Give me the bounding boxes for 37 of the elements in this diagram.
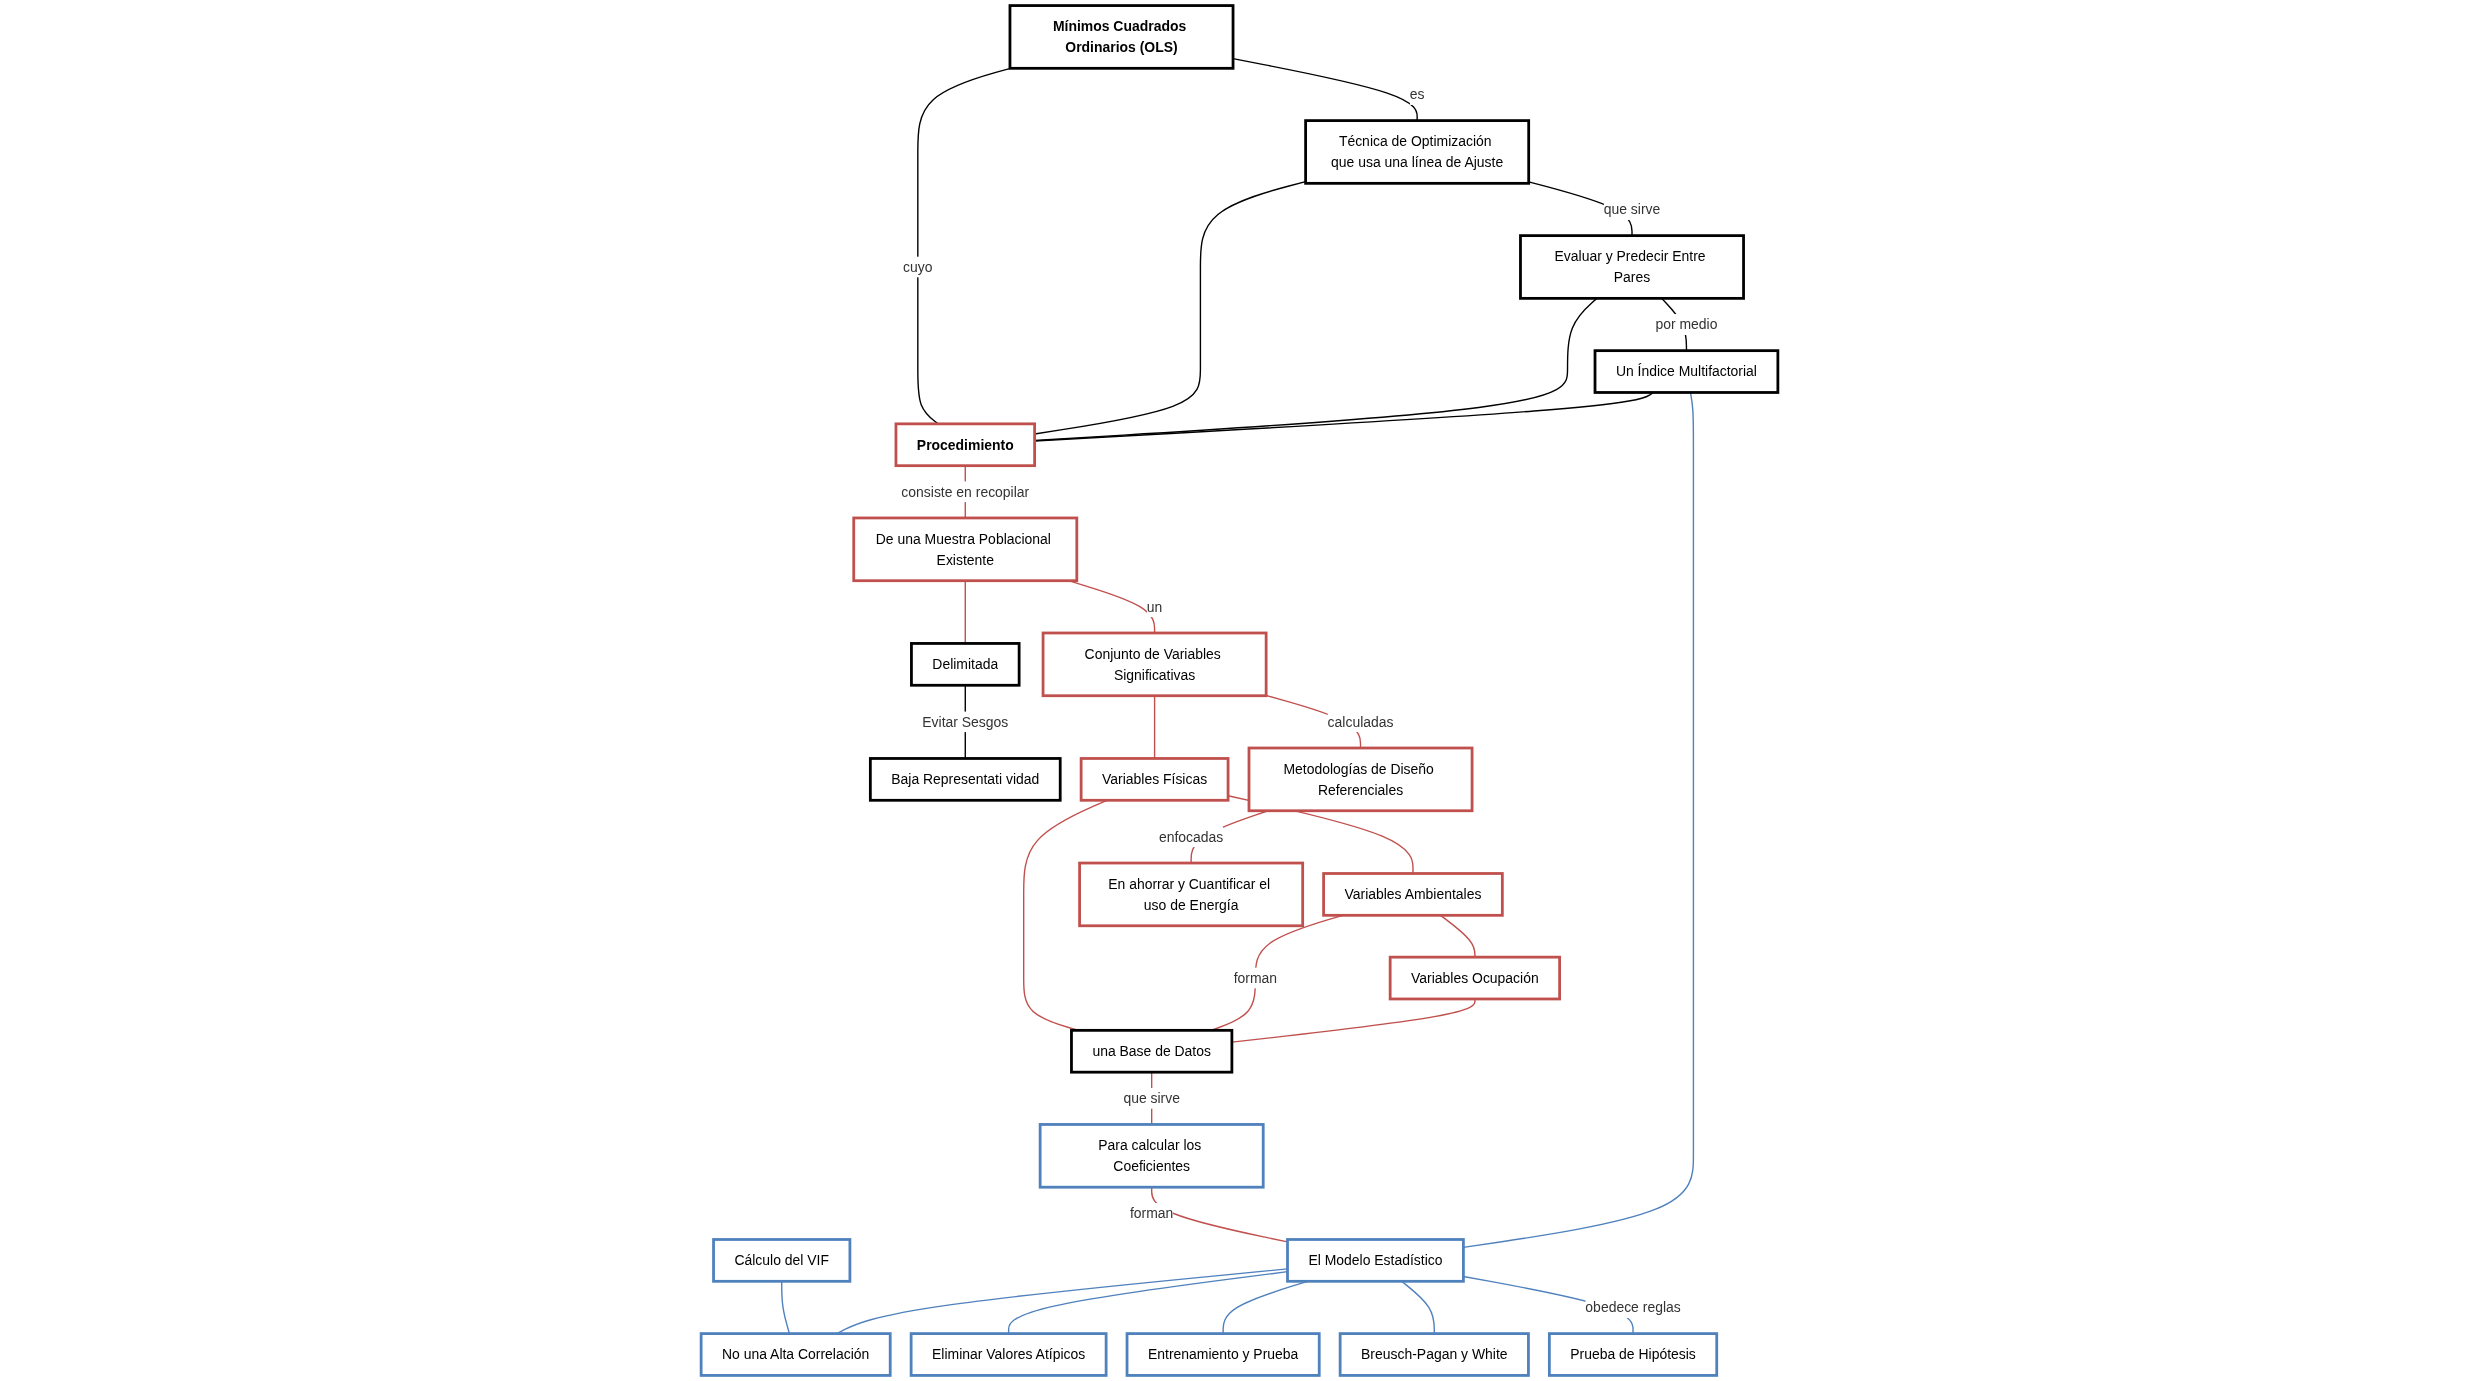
node-box: Metodologías de Diseño Referenciales <box>1247 746 1474 813</box>
node-box: Breusch-Pagan y White <box>1338 1332 1530 1377</box>
edge-label: consiste en recopilar <box>901 484 1030 500</box>
node-box: No una Alta Correlación <box>699 1332 892 1377</box>
node-box: De una Muestra Poblacional Existente <box>852 516 1079 583</box>
node-box: Mínimos Cuadrados Ordinarios (OLS) <box>1008 4 1235 70</box>
connector <box>1231 998 1476 1043</box>
edge-label: que sirve <box>1123 1090 1180 1106</box>
edge-label: un <box>1146 599 1163 615</box>
node-box: El Modelo Estadístico <box>1286 1238 1465 1283</box>
node-box: Conjunto de Variables Significativas <box>1041 631 1268 698</box>
edge-label: enfocadas <box>1158 829 1224 845</box>
node-box: Un Índice Multifactorial <box>1593 349 1780 394</box>
edge-label: forman <box>1129 1205 1174 1222</box>
edge-label: cuyo <box>903 259 933 275</box>
node-box: Procedimiento <box>894 422 1036 468</box>
node-box: Variables Físicas <box>1079 757 1230 802</box>
edge-label: calculadas <box>1327 714 1394 730</box>
node-box: Delimitada <box>910 642 1021 687</box>
node-box: Prueba de Hipótesis <box>1547 1332 1719 1377</box>
node-box: En ahorrar y Cuantificar el uso de Energía <box>1078 861 1305 928</box>
node-box: Variables Ambientales <box>1322 872 1504 917</box>
edge-label: por medio <box>1655 316 1718 333</box>
node-box: Entrenamiento y Prueba <box>1125 1332 1321 1377</box>
edge-label: Evitar Sesgos <box>922 714 1009 730</box>
node-box: Baja Representati vidad <box>868 757 1062 802</box>
node-box: Para calcular los Coeficientes <box>1038 1123 1265 1189</box>
edge-label: es <box>1409 86 1425 103</box>
node-box: Técnica de Optimización que usa una línea de Ajuste <box>1304 119 1531 185</box>
edge-label: obedece reglas <box>1585 1299 1681 1316</box>
node-box: Cálculo del VIF <box>712 1238 852 1283</box>
node-box: Eliminar Valores Atípicos <box>909 1332 1108 1377</box>
node-box: una Base de Datos <box>1070 1028 1234 1074</box>
node-box: Evaluar y Predecir Entre Pares <box>1519 234 1745 300</box>
edge-label: forman <box>1233 970 1278 986</box>
node-box: Variables Ocupación <box>1388 955 1561 1001</box>
edge-label: que sirve <box>1603 201 1661 218</box>
